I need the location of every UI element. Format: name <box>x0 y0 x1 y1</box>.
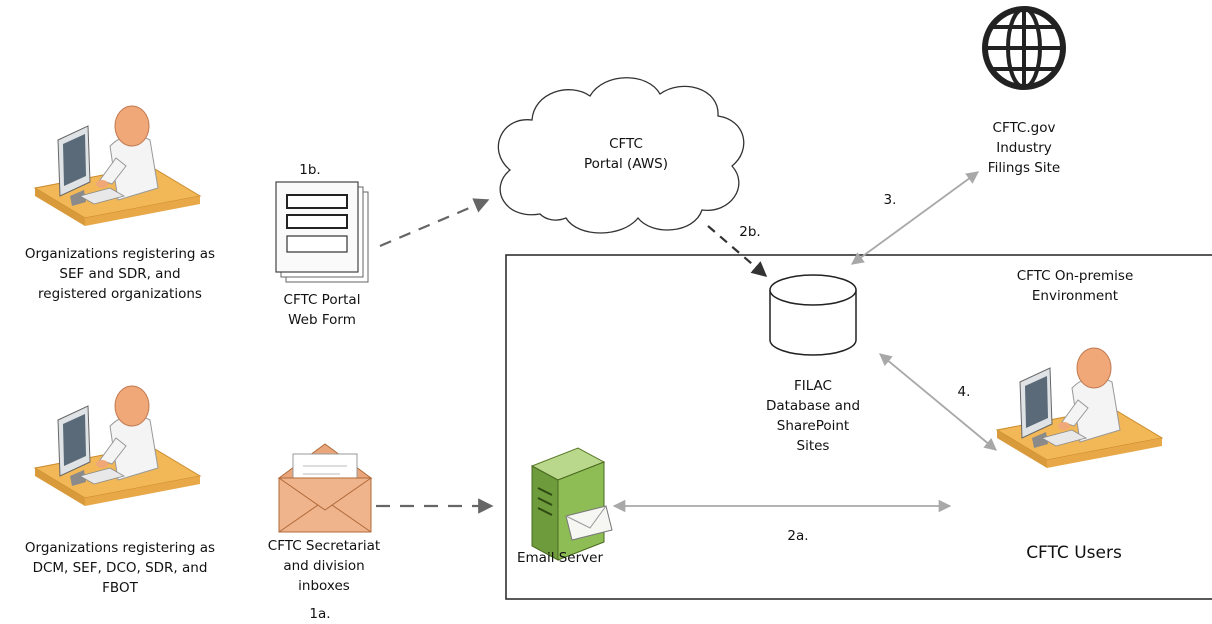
database-line-1: FILAC <box>793 378 832 394</box>
cftc-users-text: CFTC Users <box>1026 543 1122 563</box>
user-at-computer-icon <box>996 347 1163 469</box>
portal-form-label: CFTC Portal Web Form <box>258 290 386 330</box>
envelope-icon <box>277 443 373 533</box>
database-icon <box>769 274 857 356</box>
org-top-line-2: SEF and SDR, and <box>59 266 181 282</box>
cftc-users-label: CFTC Users <box>1000 542 1148 564</box>
user-at-computer-icon <box>34 385 201 507</box>
org-top-line-3: registered organizations <box>38 286 202 302</box>
cloud-label: CFTC Portal (AWS) <box>556 134 696 174</box>
onprem-line-1: CFTC On-premise <box>1016 268 1134 284</box>
cloud-line-2: Portal (AWS) <box>583 156 669 172</box>
arrow-1b <box>379 198 490 248</box>
inboxes-line-3: inboxes <box>298 578 350 594</box>
inboxes-label: CFTC Secretariat and division inboxes <box>246 536 402 596</box>
cloud-icon <box>497 77 745 234</box>
portal-form-line-1: CFTC Portal <box>283 292 361 308</box>
step-2b-label: 2b. <box>739 224 761 240</box>
filings-site-line-1: CFTC.gov <box>992 120 1056 136</box>
org-bottom-line-3: FBOT <box>102 580 138 596</box>
step-3-label: 3. <box>883 192 897 208</box>
step-1b-label: 1b. <box>299 162 321 178</box>
step-1a-label: 1a. <box>309 606 331 622</box>
email-server-label: Email Server <box>504 548 616 568</box>
database-label: FILAC Database and SharePoint Sites <box>758 376 868 456</box>
portal-form-line-2: Web Form <box>288 312 356 328</box>
arrow-2b <box>707 225 768 278</box>
filings-site-line-3: Filings Site <box>987 160 1061 176</box>
cloud-line-1: CFTC <box>609 136 643 152</box>
arrow-4 <box>879 353 997 451</box>
step-4-label: 4. <box>957 384 971 400</box>
org-top-line-1: Organizations registering as <box>24 246 216 262</box>
step-2a-label: 2a. <box>787 528 809 544</box>
org-bottom-line-2: DCM, SEF, DCO, SDR, and <box>32 560 208 576</box>
server-icon <box>530 447 613 561</box>
globe-icon <box>982 6 1066 90</box>
filings-site-label: CFTC.gov Industry Filings Site <box>964 118 1084 178</box>
inboxes-line-1: CFTC Secretariat <box>267 538 381 554</box>
user-at-computer-icon <box>34 105 201 227</box>
org-bottom-label: Organizations registering as DCM, SEF, D… <box>6 538 234 598</box>
database-line-4: Sites <box>796 438 830 454</box>
web-form-icon <box>275 181 369 283</box>
onprem-line-2: Environment <box>1031 288 1119 304</box>
email-server-text: Email Server <box>516 550 604 566</box>
database-line-2: Database and <box>765 398 861 414</box>
filings-site-line-2: Industry <box>996 140 1052 156</box>
arrow-3 <box>850 171 980 265</box>
database-line-3: SharePoint <box>776 418 850 434</box>
org-top-label: Organizations registering as SEF and SDR… <box>6 244 234 304</box>
onprem-label: CFTC On-premise Environment <box>1000 266 1150 306</box>
org-bottom-line-1: Organizations registering as <box>24 540 216 556</box>
inboxes-line-2: and division <box>283 558 365 574</box>
